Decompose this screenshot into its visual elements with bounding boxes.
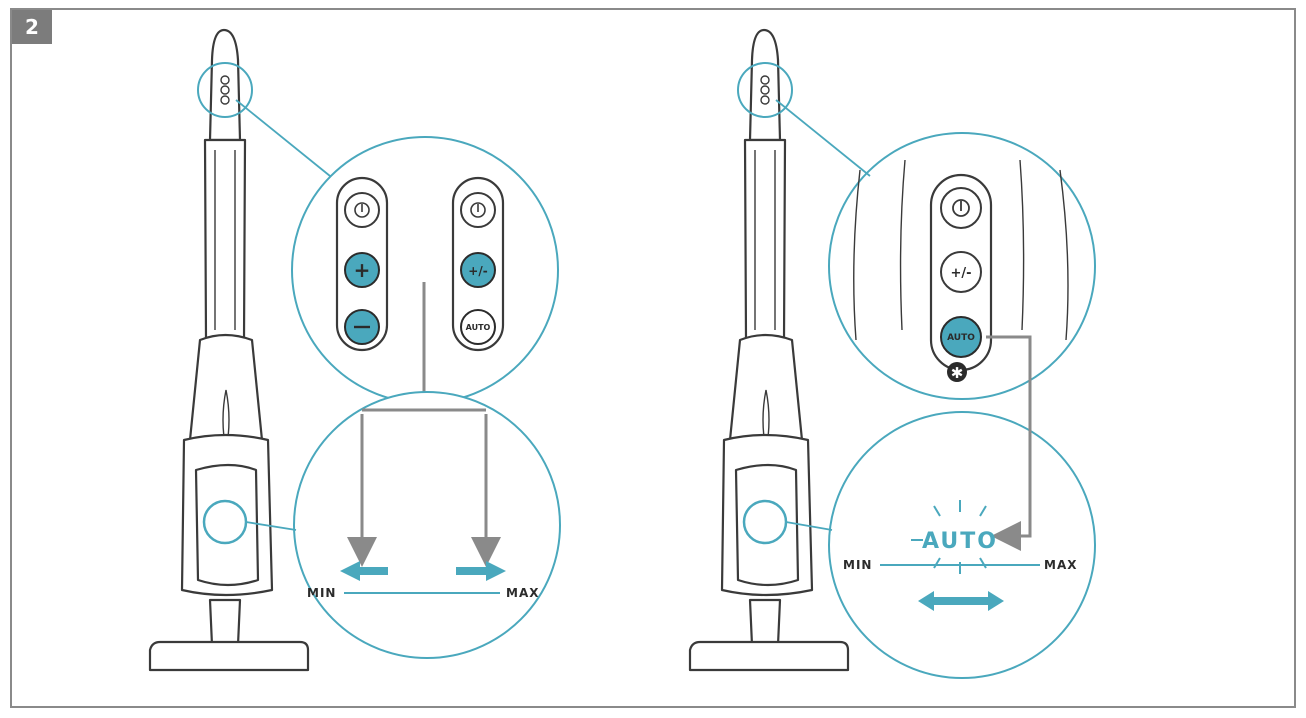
plus-button[interactable] — [344, 252, 380, 288]
scale-max-label-left: MAX — [506, 586, 539, 600]
scale-max-label-right: MAX — [1044, 558, 1077, 572]
plus-minus-label-b: +/- — [468, 264, 487, 278]
auto-label-b: AUTO — [466, 323, 491, 332]
auto-button-right[interactable] — [940, 316, 982, 358]
plus-minus-label-right: +/- — [950, 266, 971, 281]
scale-min-label-right: MIN — [843, 558, 872, 572]
button-strip-right: +/- AUTO ✱ — [929, 173, 993, 382]
increase-arrow-icon — [456, 561, 506, 581]
zoom-circle-display-left — [293, 391, 561, 659]
power-icon — [952, 199, 970, 217]
svg-text:✱: ✱ — [951, 364, 964, 382]
plus-minus-button-b[interactable] — [460, 252, 496, 288]
auto-display: AUTO — [911, 500, 998, 574]
plus-minus-button-right[interactable] — [940, 251, 982, 293]
diagram-frame — [10, 8, 1296, 708]
display-highlight-circle-left — [202, 499, 248, 545]
power-icon — [470, 202, 486, 218]
plus-icon: + — [354, 258, 371, 282]
scale-min-label-left: MIN — [307, 586, 336, 600]
button-strip-a: + — [335, 176, 389, 352]
auto-label-right: AUTO — [947, 333, 975, 343]
auto-button-b[interactable] — [460, 309, 496, 345]
power-icon — [354, 202, 370, 218]
button-strip-b: +/- AUTO — [451, 176, 505, 352]
asterisk-note-icon — [947, 362, 967, 382]
double-arrow-icon — [918, 591, 1004, 611]
vacuum-left — [148, 28, 310, 672]
step-number-badge: 2 — [12, 10, 52, 44]
auto-display-label: AUTO — [922, 529, 998, 554]
vacuum-right — [688, 28, 850, 672]
decrease-arrow-icon — [340, 561, 388, 581]
display-highlight-circle-right — [742, 499, 788, 545]
